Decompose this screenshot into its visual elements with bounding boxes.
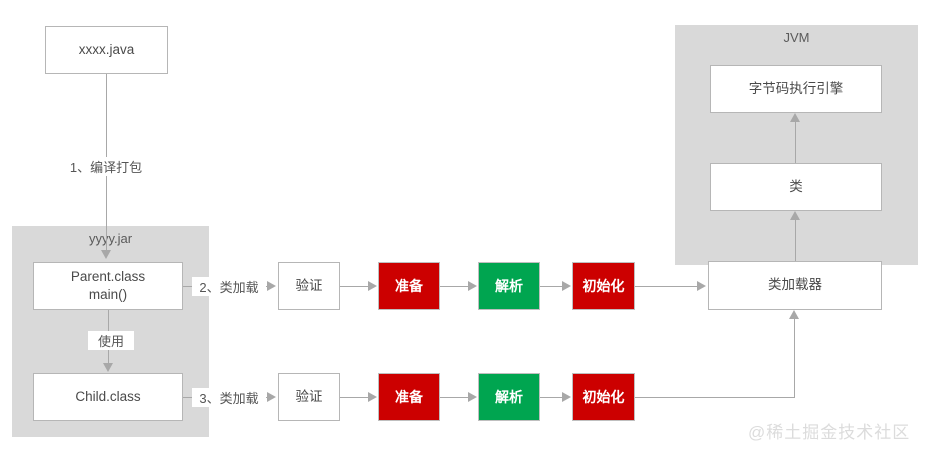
node-child-class[interactable]: Child.class bbox=[33, 373, 183, 421]
node-bottom-init[interactable]: 初始化 bbox=[572, 373, 635, 421]
edge-bottom-resolve-to-init-arrowhead bbox=[562, 392, 571, 402]
edge-bottom-verify-to-prepare bbox=[340, 397, 369, 398]
group-jvm bbox=[675, 25, 918, 265]
edge-top-verify-to-prepare-arrowhead bbox=[368, 281, 377, 291]
group-jar-label: yyyy.jar bbox=[88, 231, 133, 246]
group-jvm-label: JVM bbox=[783, 30, 810, 45]
node-bytecode-engine[interactable]: 字节码执行引擎 bbox=[710, 65, 882, 113]
watermark: @稀土掘金技术社区 bbox=[748, 423, 911, 442]
edge-bottom-resolve-to-init bbox=[540, 397, 563, 398]
edge-label-compile-package: 1、编译打包 bbox=[46, 157, 166, 176]
edge-class-to-engine-arrowhead bbox=[790, 113, 800, 122]
node-class[interactable]: 类 bbox=[710, 163, 882, 211]
edge-label-use: 使用 bbox=[88, 331, 134, 350]
edge-class-to-engine bbox=[795, 122, 796, 163]
edge-top-prepare-to-resolve bbox=[440, 286, 469, 287]
edge-bottom-verify-to-prepare-arrowhead bbox=[368, 392, 377, 402]
edge-top-init-to-classloader bbox=[635, 286, 698, 287]
edge-bottom-init-to-classloader-arrowhead bbox=[789, 310, 799, 319]
node-top-prepare[interactable]: 准备 bbox=[378, 262, 440, 310]
node-top-verify[interactable]: 验证 bbox=[278, 262, 340, 310]
edge-parent-to-child-arrowhead bbox=[103, 363, 113, 372]
edge-top-init-to-classloader-arrowhead bbox=[697, 281, 706, 291]
node-bottom-resolve[interactable]: 解析 bbox=[478, 373, 540, 421]
edge-label-load-child: 3、类加载 bbox=[192, 388, 266, 407]
edge-bottom-prepare-to-resolve-arrowhead bbox=[468, 392, 477, 402]
edge-classloader-to-class-arrowhead bbox=[790, 211, 800, 220]
edge-child-to-verify-arrowhead bbox=[267, 392, 276, 402]
edge-bottom-init-to-classloader-h bbox=[635, 397, 795, 398]
edge-classloader-to-class bbox=[795, 220, 796, 261]
edge-top-resolve-to-init-arrowhead bbox=[562, 281, 571, 291]
node-bottom-verify[interactable]: 验证 bbox=[278, 373, 340, 421]
node-top-resolve[interactable]: 解析 bbox=[478, 262, 540, 310]
edge-bottom-init-to-classloader-v bbox=[794, 319, 795, 397]
edge-top-prepare-to-resolve-arrowhead bbox=[468, 281, 477, 291]
edge-top-verify-to-prepare bbox=[340, 286, 369, 287]
node-bottom-prepare[interactable]: 准备 bbox=[378, 373, 440, 421]
edge-label-load-parent: 2、类加载 bbox=[192, 277, 266, 296]
edge-top-resolve-to-init bbox=[540, 286, 563, 287]
edge-bottom-prepare-to-resolve bbox=[440, 397, 469, 398]
node-parent-class[interactable]: Parent.class main() bbox=[33, 262, 183, 310]
node-top-init[interactable]: 初始化 bbox=[572, 262, 635, 310]
edge-parent-to-verify-arrowhead bbox=[267, 281, 276, 291]
edge-source-to-jar-arrowhead bbox=[101, 250, 111, 259]
node-source-file[interactable]: xxxx.java bbox=[45, 26, 168, 74]
node-class-loader[interactable]: 类加载器 bbox=[708, 261, 882, 310]
